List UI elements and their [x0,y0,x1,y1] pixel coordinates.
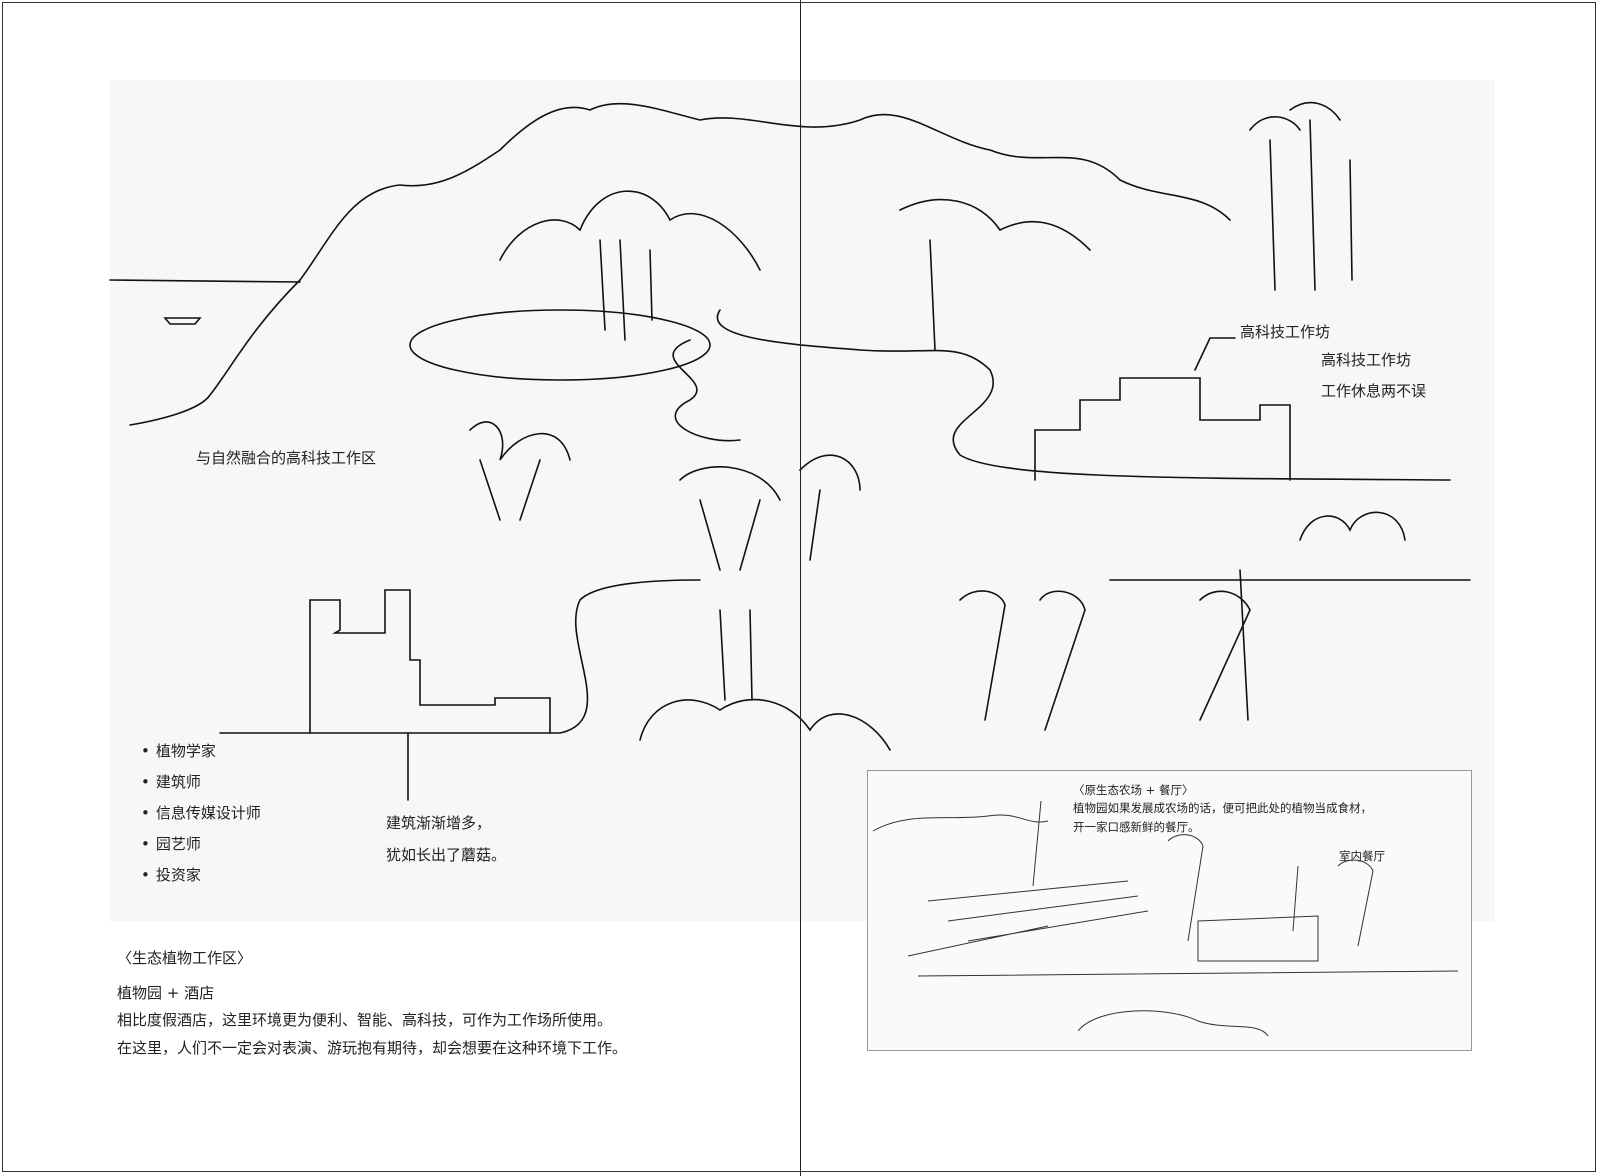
caption-subtitle: 植物园 + 酒店 [117,984,215,1002]
path-lower [219,579,1471,734]
roles-list: 植物学家 建筑师 信息传媒设计师 园艺师 投资家 [141,742,261,897]
mushroom-caption-line1: 建筑渐渐增多， [386,814,492,832]
tree-canopy-right [899,198,1091,351]
workshop-label: 高科技工作坊 [1240,323,1331,341]
workshop-buildings [1034,377,1291,481]
farm-sketch [872,800,1459,1037]
plants-center [469,421,861,571]
farm-restaurant-inset: 〈原生态农场 + 餐厅〉 植物园如果发展成农场的话，便可把此处的植物当成食材， … [867,770,1472,1051]
restaurant-label: 室内餐厅 [1339,849,1385,863]
workshop-description: 工作休息两不误 [1321,382,1427,400]
list-item: 投资家 [141,866,261,897]
pond [409,309,711,381]
mountain-outline [129,102,1231,426]
list-item: 园艺师 [141,835,261,866]
bushes-center [639,609,891,751]
mushroom-caption-line2: 犹如长出了蘑菇。 [386,846,507,864]
boat [163,317,202,325]
book-spine [800,0,801,1176]
inset-line2: 开一家口感新鲜的餐厅。 [1073,820,1200,834]
list-item: 建筑师 [141,773,261,804]
palm-trees-top [1249,101,1353,291]
workshop-title: 高科技工作坊 [1321,351,1412,369]
pond-path [672,339,741,442]
bushes-right [1299,511,1406,541]
mushroom-buildings [309,589,551,734]
list-item: 信息传媒设计师 [141,804,261,835]
inset-title: 〈原生态农场 + 餐厅〉 [1073,783,1194,797]
hightech-zone-label: 与自然融合的高科技工作区 [196,449,377,467]
caption-title: 〈生态植物工作区〉 [117,949,253,967]
caption-line2: 在这里，人们不一定会对表演、游玩抱有期待，却会想要在这种环境下工作。 [117,1039,628,1057]
tree-canopy-left [499,190,761,341]
list-item: 植物学家 [141,742,261,773]
inset-line1: 植物园如果发展成农场的话，便可把此处的植物当成食材， [1073,801,1372,815]
horizon-line [109,279,301,283]
palms-lower-right [959,569,1251,731]
caption-line1: 相比度假酒店，这里环境更为便利、智能、高科技，可作为工作场所使用。 [117,1011,613,1029]
path-upper [716,309,1451,481]
leader-lines [407,337,1236,801]
